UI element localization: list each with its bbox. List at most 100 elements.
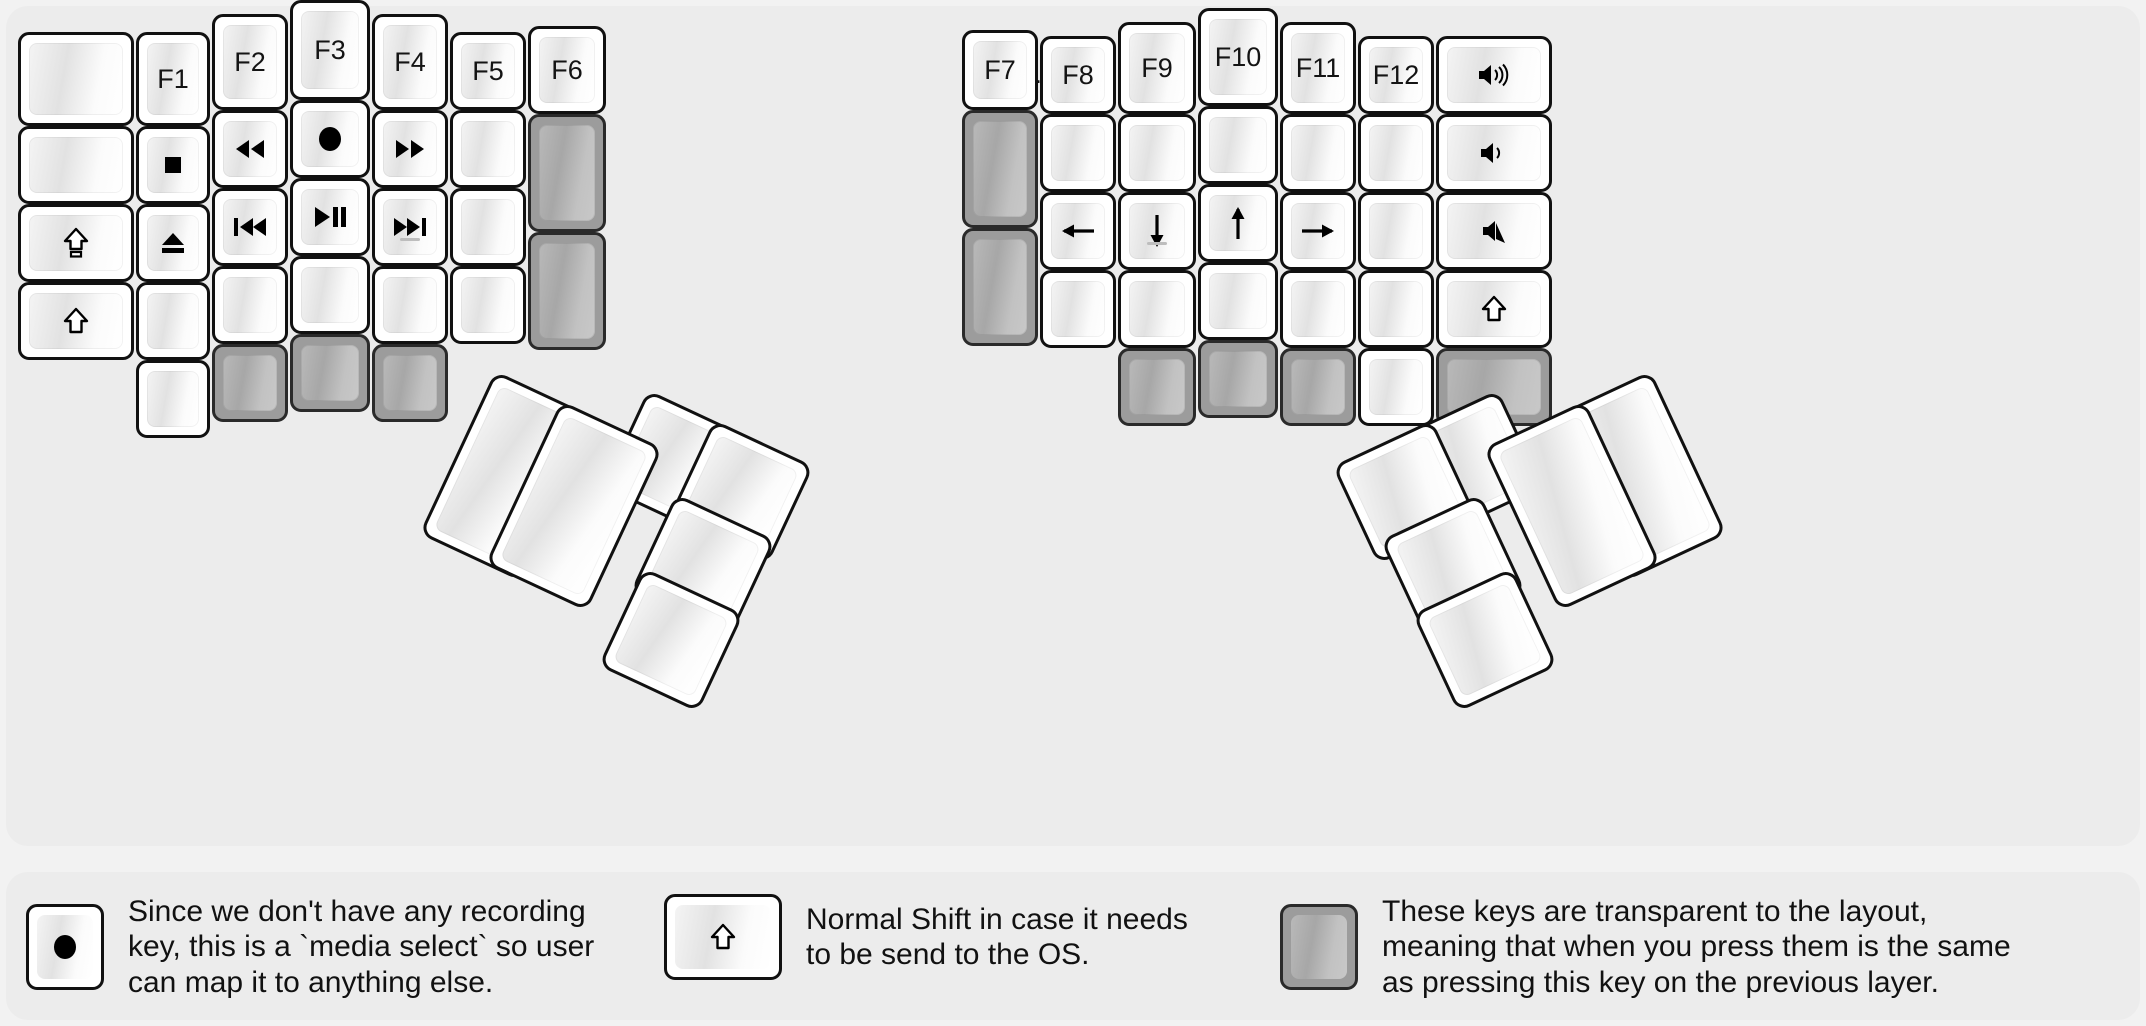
key-right-ring-1[interactable] [1280,114,1356,192]
key-fast-forward[interactable] [372,110,448,188]
key-label: F4 [394,46,426,77]
key-left-pinky-outer-0[interactable] [18,32,134,126]
key-right-pinky-4[interactable] [1358,348,1434,426]
record-icon [50,932,80,962]
key-right-middle-1[interactable] [1198,106,1278,184]
key-record[interactable] [290,100,370,178]
key-label: F8 [1062,59,1094,90]
shift-arrow-icon [1481,294,1507,324]
next-track-icon [390,215,430,239]
key-label: F3 [314,34,346,65]
key-right-inner-most-2[interactable] [962,228,1038,346]
key-left-inner-2[interactable] [450,188,526,266]
key-mute[interactable] [1436,192,1552,270]
key-left-inner-3[interactable] [450,266,526,344]
key-left-inner-most-2[interactable] [528,232,606,350]
legend-caption-shift: Normal Shift in case it needs to be send… [806,902,1188,971]
legend-key-transparent [1280,904,1358,991]
key-f8[interactable]: F8 [1040,36,1116,114]
key-arrow-up[interactable] [1198,184,1278,262]
key-left-index-4[interactable] [372,344,448,422]
key-left-pinky-outer-1[interactable] [18,126,134,204]
key-right-pinky-2[interactable] [1358,192,1434,270]
shift-arrow-icon [63,306,89,336]
key-right-index-4[interactable] [1118,348,1196,426]
key-shift-arrow[interactable] [1436,270,1552,348]
shift-arrow-icon [710,922,736,952]
key-left-index-3[interactable] [372,266,448,344]
key-arrow-right[interactable] [1280,192,1356,270]
stop-icon [160,152,186,178]
capslock-arrow-icon [63,227,89,259]
key-f9[interactable]: F9 [1118,22,1196,114]
key-right-ring-4[interactable] [1280,348,1356,426]
legend-key-shift [664,894,782,980]
fast-forward-icon [392,137,428,161]
key-label: F10 [1214,41,1262,72]
volume-down-icon [1477,139,1511,167]
key-play-pause[interactable] [290,178,370,256]
homing-bar [400,238,420,241]
volume-up-icon [1475,61,1513,89]
key-right-inner-most-1[interactable] [962,110,1038,228]
key-arrow-left[interactable] [1040,192,1116,270]
key-eject[interactable] [136,204,210,282]
key-f5[interactable]: F5 [450,32,526,110]
key-shift-arrow[interactable] [18,282,134,360]
arrow-left-icon [1058,219,1098,243]
key-label: F5 [472,55,504,86]
key-f6[interactable]: F6 [528,26,606,114]
legend-caption-transparent: These keys are transparent to the layout… [1382,895,2011,999]
key-f4[interactable]: F4 [372,14,448,110]
key-left-pinky-3[interactable] [136,282,210,360]
key-capslock-arrow[interactable] [18,204,134,282]
key-next-track[interactable] [372,188,448,266]
key-left-pinky-4[interactable] [136,360,210,438]
key-label: F12 [1372,59,1420,90]
mute-icon [1479,217,1509,245]
key-left-ring-3[interactable] [212,266,288,344]
key-stop[interactable] [136,126,210,204]
key-right-index-3[interactable] [1118,270,1196,348]
key-label: F2 [234,46,266,77]
key-left-inner-most-1[interactable] [528,114,606,232]
key-volume-up[interactable] [1436,36,1552,114]
homing-bar [1147,242,1167,245]
key-f11[interactable]: F11 [1280,22,1356,114]
key-f3[interactable]: F3 [290,0,370,100]
key-f7[interactable]: F7 [962,30,1038,110]
key-left-inner-1[interactable] [450,110,526,188]
key-f1[interactable]: F1 [136,32,210,126]
key-right-ring-3[interactable] [1280,270,1356,348]
key-right-pinky-1[interactable] [1358,114,1434,192]
arrow-down-icon [1145,211,1169,251]
key-f12[interactable]: F12 [1358,36,1434,114]
key-left-middle-4[interactable] [290,334,370,412]
rewind-icon [232,137,268,161]
key-right-middle-4[interactable] [1198,340,1278,418]
key-label: F9 [1141,52,1173,83]
legend-key-record [26,904,104,991]
key-volume-down[interactable] [1436,114,1552,192]
key-left-ring-4[interactable] [212,344,288,422]
arrow-right-icon [1298,219,1338,243]
key-label: F1 [157,63,189,94]
key-previous-track[interactable] [212,188,288,266]
key-right-index-1[interactable] [1118,114,1196,192]
arrow-up-icon [1226,203,1250,243]
key-rewind[interactable] [212,110,288,188]
eject-icon [158,229,188,257]
key-left-middle-3[interactable] [290,256,370,334]
legend-panel [6,872,2140,1020]
key-right-inner-1[interactable] [1040,114,1116,192]
key-right-pinky-3[interactable] [1358,270,1434,348]
key-arrow-down[interactable] [1118,192,1196,270]
key-right-inner-3[interactable] [1040,270,1116,348]
key-label: F11 [1295,52,1341,83]
record-icon [315,124,345,154]
key-f10[interactable]: F10 [1198,8,1278,106]
key-f2[interactable]: F2 [212,14,288,110]
legend-item-record: Since we don't have any recording key, t… [26,894,594,1000]
play-pause-icon [311,204,349,230]
key-right-middle-3[interactable] [1198,262,1278,340]
